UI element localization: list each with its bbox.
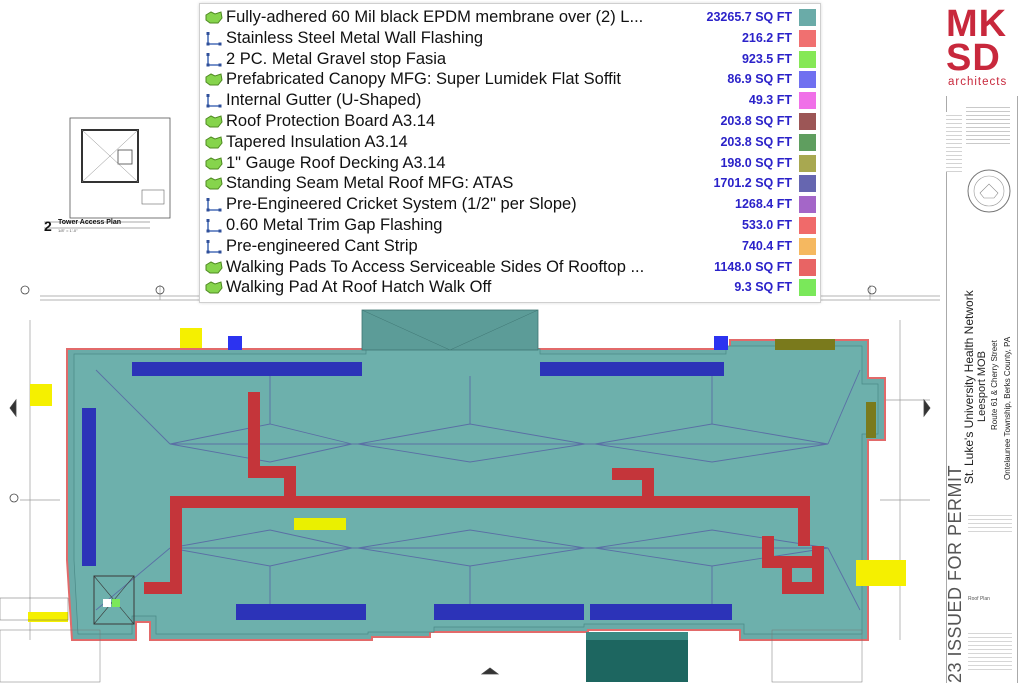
legend-row[interactable]: Fully-adhered 60 Mil black EPDM membrane… [200,7,820,28]
legend-item-label: Tapered Insulation A3.14 [226,132,408,151]
legend-row[interactable]: 0.60 Metal Trim Gap Flashing 533.0 FT [200,215,820,236]
area-icon [205,176,223,191]
legend-item-label: Stainless Steel Metal Wall Flashing [226,28,484,47]
legend-item-quantity: 86.9 SQ FT [727,72,792,87]
sheet-title: Roof Plan [968,596,990,602]
legend-color-swatch[interactable] [799,50,816,68]
legend-item-quantity: 49.3 FT [748,93,792,108]
legend-color-swatch[interactable] [799,237,816,255]
legend-color-swatch[interactable] [799,154,816,172]
area-icon [205,156,223,171]
legend-color-swatch[interactable] [799,196,816,214]
linear-icon [205,239,223,254]
legend-item-quantity: 9.3 SQ FT [734,280,792,295]
legend-item-quantity: 533.0 FT [741,218,792,232]
legend-item-label: Internal Gutter (U-Shaped) [226,91,422,110]
detail-number: 2 [44,218,52,234]
legend-item-label: Pre-Engineered Cricket System (1/2" per … [226,195,577,214]
area-icon [205,280,223,295]
legend-item-quantity: 203.8 SQ FT [720,134,792,149]
legend-color-swatch[interactable] [799,71,816,89]
legend-color-swatch[interactable] [799,92,816,110]
legend-item-quantity: 923.5 FT [741,51,792,66]
legend-item-label: Fully-adhered 60 Mil black EPDM membrane… [226,8,644,26]
legend-row[interactable]: Roof Protection Board A3.14 203.8 SQ FT [200,111,820,132]
cricket-lines [95,369,861,611]
linear-icon [205,31,223,46]
area-icon [205,10,223,25]
linear-icon [205,93,223,108]
legend-item-label: 2 PC. Metal Gravel stop Fasia [226,49,447,68]
legend-color-swatch[interactable] [799,133,816,151]
linear-icon [205,218,223,233]
legend-color-swatch[interactable] [799,217,816,234]
legend-item-label: Prefabricated Canopy MFG: Super Lumidek … [226,70,621,89]
detail-scale: 1/8" = 1'-0" [58,228,78,233]
legend-item-quantity: 1701.2 SQ FT [713,176,792,191]
legend-row[interactable]: Pre-engineered Cant Strip 740.4 FT [200,236,820,257]
legend-color-swatch[interactable] [799,113,816,130]
title-block [938,0,1024,683]
legend-row[interactable]: Pre-Engineered Cricket System (1/2" per … [200,194,820,215]
legend-row[interactable]: Tapered Insulation A3.14 203.8 SQ FT [200,132,820,153]
detail-title: Tower Access Plan [58,219,122,226]
roof-membrane-area [73,345,879,635]
area-icon [205,260,223,275]
legend-color-swatch[interactable] [799,29,816,47]
legend-item-quantity: 23265.7 SQ FT [706,10,792,24]
legend-color-swatch[interactable] [799,279,816,297]
linear-icon [205,52,223,67]
takeoff-legend-panel[interactable]: Fully-adhered 60 Mil black EPDM membrane… [199,3,821,303]
area-icon [205,114,223,129]
project-address-2: Ontelaunee Township, Berks County, PA [1003,336,1012,480]
metal-roof-bands [82,362,732,620]
linear-icon [205,197,223,212]
area-icon [205,72,223,87]
legend-item-quantity: 216.2 FT [741,30,792,45]
logo-subtitle: architects [948,76,1008,88]
legend-color-swatch[interactable] [799,9,816,26]
legend-item-quantity: 740.4 FT [741,238,792,253]
legend-row[interactable]: 2 PC. Metal Gravel stop Fasia 923.5 FT [200,49,820,70]
legend-item-label: Walking Pads To Access Serviceable Sides… [226,257,645,276]
logo-sd: SD [946,37,1001,79]
legend-row[interactable]: Internal Gutter (U-Shaped) 49.3 FT [200,90,820,111]
area-icon [205,135,223,150]
legend-item-label: Standing Seam Metal Roof MFG: ATAS [226,174,514,193]
legend-item-quantity: 1148.0 SQ FT [714,259,792,274]
project-building: Leesport MOB [976,351,988,422]
legend-item-label: Pre-engineered Cant Strip [226,236,418,255]
legend-item-label: 1" Gauge Roof Decking A3.14 [226,153,446,172]
permit-status: 23 ISSUED FOR PERMIT [945,464,965,683]
walking-pads [144,392,824,594]
legend-item-label: 0.60 Metal Trim Gap Flashing [226,216,443,234]
project-address-1: Route 61 & Cherry Street [990,340,999,430]
legend-row[interactable]: Stainless Steel Metal Wall Flashing 216.2… [200,28,820,49]
rooftop-units [30,309,876,682]
architect-seal [967,169,1011,213]
legend-item-quantity: 198.0 SQ FT [720,155,792,170]
tower-access-plan-detail [44,117,171,229]
tower-element [93,575,135,625]
legend-row[interactable]: Walking Pad At Roof Hatch Walk Off 9.3 SQ… [200,277,820,298]
project-name: St. Luke's University Health Network [962,290,976,484]
legend-item-quantity: 1268.4 FT [735,197,792,212]
note-highlights [0,518,906,683]
logo-mk: MK [946,3,1008,45]
legend-row[interactable]: Standing Seam Metal Roof MFG: ATAS 1701.2… [200,173,820,194]
legend-item-label: Roof Protection Board A3.14 [226,112,436,130]
legend-row[interactable]: Prefabricated Canopy MFG: Super Lumidek … [200,69,820,90]
legend-row[interactable]: Walking Pads To Access Serviceable Sides… [200,257,820,278]
legend-item-label: Walking Pad At Roof Hatch Walk Off [226,278,492,297]
legend-color-swatch[interactable] [799,258,816,276]
legend-row[interactable]: 1" Gauge Roof Decking A3.14 198.0 SQ FT [200,153,820,174]
legend-item-quantity: 203.8 SQ FT [720,114,792,128]
legend-color-swatch[interactable] [799,175,816,193]
